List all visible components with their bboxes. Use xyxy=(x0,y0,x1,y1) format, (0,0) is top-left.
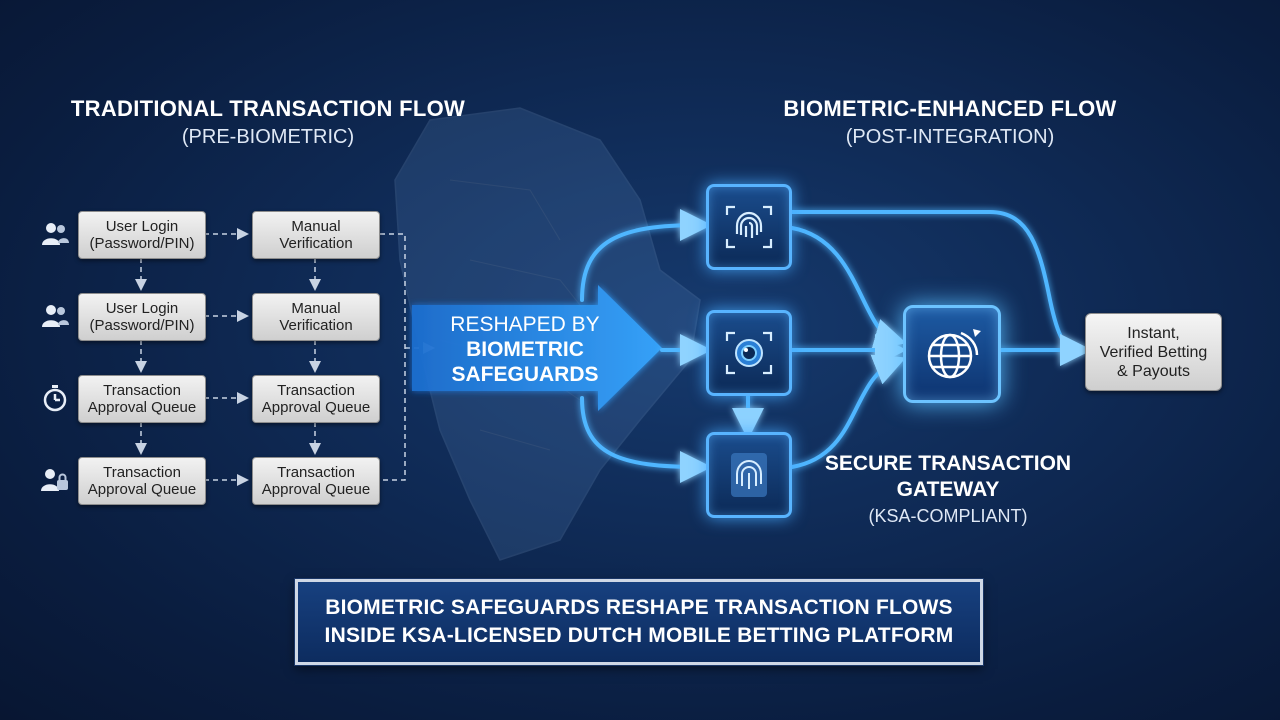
box-line: Manual xyxy=(291,218,341,235)
users-icon xyxy=(42,305,69,327)
box-line: Transaction xyxy=(277,382,355,399)
user-login-box: User Login(Password/PIN) xyxy=(78,293,206,341)
stopwatch-icon xyxy=(43,385,67,412)
eye-scan-box xyxy=(706,310,792,396)
box-line: Approval Queue xyxy=(261,481,371,498)
traditional-flow-heading: TRADITIONAL TRANSACTION FLOW (PRE-BIOMET… xyxy=(60,96,476,149)
title-banner: BIOMETRIC SAFEGUARDS RESHAPE TRANSACTION… xyxy=(295,579,983,665)
fingerprint-scan-box xyxy=(706,184,792,270)
box-line: (Password/PIN) xyxy=(89,235,195,252)
output-line-1: Instant, xyxy=(1127,324,1180,342)
box-line: Transaction xyxy=(103,382,181,399)
banner-line-2: INSIDE KSA-LICENSED DUTCH MOBILE BETTING… xyxy=(324,624,954,647)
output-line-3: & Payouts xyxy=(1117,362,1190,380)
box-line: Verification xyxy=(279,317,353,334)
secure-gateway-box xyxy=(903,305,1001,403)
user-lock-icon xyxy=(41,469,68,491)
biometric-flow-title: BIOMETRIC-ENHANCED FLOW xyxy=(783,96,1117,121)
gateway-label: SECURE TRANSACTION GATEWAY (KSA-COMPLIAN… xyxy=(808,451,1088,527)
gateway-title-line1: SECURE TRANSACTION xyxy=(824,452,1072,475)
banner-line-1: BIOMETRIC SAFEGUARDS RESHAPE TRANSACTION… xyxy=(325,596,953,619)
users-icon xyxy=(42,223,69,245)
traditional-flow-subtitle: (PRE-BIOMETRIC) xyxy=(181,126,355,148)
user-login-box: User Login(Password/PIN) xyxy=(78,211,206,259)
transition-arrow-label: RESHAPED BY BIOMETRIC SAFEGUARDS xyxy=(430,312,620,387)
palm-scan-box xyxy=(706,432,792,518)
gateway-title-line2: GATEWAY xyxy=(896,478,1000,501)
arrow-line-3: SAFEGUARDS xyxy=(451,363,599,386)
palm-scan-icon xyxy=(731,453,767,497)
arrow-line-1: RESHAPED BY xyxy=(450,313,600,336)
box-line: (Password/PIN) xyxy=(89,317,195,334)
box-line: Transaction xyxy=(277,464,355,481)
box-line: Approval Queue xyxy=(87,481,197,498)
eye-scan-icon xyxy=(725,331,773,375)
box-line: Verification xyxy=(279,235,353,252)
instant-payouts-box: Instant, Verified Betting & Payouts xyxy=(1085,313,1222,391)
box-line: Transaction xyxy=(103,464,181,481)
transition-arrow xyxy=(412,285,662,411)
arrow-line-2: BIOMETRIC xyxy=(466,338,584,361)
output-line-2: Verified Betting xyxy=(1099,343,1208,361)
box-line: User Login xyxy=(105,218,179,235)
box-line: Approval Queue xyxy=(87,399,197,416)
globe-icon xyxy=(927,329,981,379)
gateway-subtitle: (KSA-COMPLIANT) xyxy=(868,506,1028,526)
box-line: Manual xyxy=(291,300,341,317)
biometric-flow-heading: BIOMETRIC-ENHANCED FLOW (POST-INTEGRATIO… xyxy=(770,96,1130,149)
fingerprint-scan-icon xyxy=(725,205,773,249)
box-line: Approval Queue xyxy=(261,399,371,416)
biometric-flow-subtitle: (POST-INTEGRATION) xyxy=(845,126,1055,148)
traditional-flow-title: TRADITIONAL TRANSACTION FLOW xyxy=(70,96,466,121)
box-line: User Login xyxy=(105,300,179,317)
